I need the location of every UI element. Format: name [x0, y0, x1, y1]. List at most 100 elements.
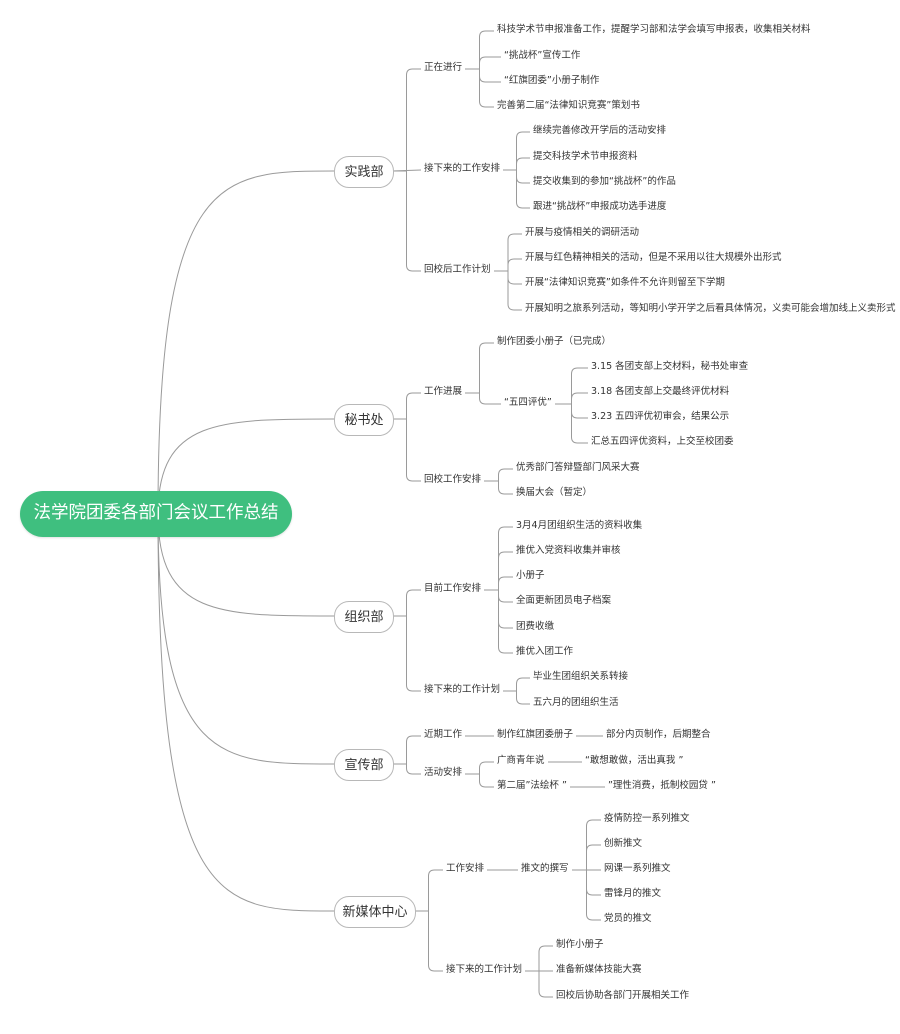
link-d2a2-d2a2c — [555, 403, 588, 419]
shijian-next-item-4[interactable]: 跟进“挑战杯”申报成功选手进度 — [533, 201, 667, 212]
shijian-ongoing-item-1[interactable]: 科技学术节申报准备工作，提醒学习部和法学会填写申报表，收集相关材料 — [497, 24, 811, 35]
shijian-return[interactable]: 回校后工作计划 — [424, 264, 491, 275]
link-d3b-d3b2 — [503, 690, 530, 705]
link-d2b-d2b2 — [484, 480, 513, 495]
xinmeiti-work[interactable]: 工作安排 — [446, 863, 485, 874]
article-item-2[interactable]: 创新推文 — [604, 838, 643, 849]
mishu-return[interactable]: 回校工作安排 — [424, 474, 482, 485]
article-item-4[interactable]: 雷锋月的推文 — [604, 888, 662, 899]
link-d5b-d5b3 — [525, 970, 553, 998]
mishu-progress-item-1[interactable]: 制作团委小册子（已完成） — [497, 336, 612, 347]
xuanchuan-recent-detail[interactable]: 部分内页制作，后期整合 — [606, 729, 711, 740]
xinmeiti-next-item-1[interactable]: 制作小册子 — [556, 939, 604, 950]
dept-shijian[interactable]: 实践部 — [334, 156, 394, 188]
shijian-next-item-2[interactable]: 提交科技学术节申报资料 — [533, 151, 638, 162]
link-root-d1 — [157, 170, 335, 515]
zuzhi-current-item-5[interactable]: 团费收缴 — [516, 621, 555, 632]
xuanchuan-event-2-theme[interactable]: ”理性消费，抵制校园贷 ” — [608, 780, 716, 791]
link-d1c-d1c3 — [494, 270, 522, 285]
shijian-return-item-4[interactable]: 开展知明之旅系列活动，等知明小学开学之后看具体情况，义卖可能会增加线上义卖形式 — [525, 303, 896, 314]
wusi-step-2[interactable]: 3.18 各团支部上交最终评优材料 — [591, 386, 730, 397]
xinmeiti-articles[interactable]: 推文的撰写 — [521, 863, 569, 874]
link-d2a2-d2a2b — [555, 392, 588, 405]
shijian-ongoing-item-4[interactable]: 完善第二届“法律知识竞赛”策划书 — [497, 100, 640, 111]
xinmeiti-next-item-2[interactable]: 准备新媒体技能大赛 — [556, 964, 642, 975]
zuzhi-next-item-1[interactable]: 毕业生团组织关系转接 — [533, 671, 629, 682]
link-d1-d1b — [391, 169, 422, 172]
link-d2b-d2b1 — [484, 468, 513, 482]
link-d4b-d4b1 — [465, 761, 494, 775]
zuzhi-current[interactable]: 目前工作安排 — [424, 583, 482, 594]
link-d3a-d3a1 — [484, 526, 513, 591]
dept-xinmeiti[interactable]: 新媒体中心 — [334, 896, 416, 928]
zuzhi-current-item-1[interactable]: 3月4月团组织生活的资料收集 — [516, 520, 643, 531]
link-root-d4 — [157, 513, 335, 765]
wusi-step-4[interactable]: 汇总五四评优资料，上交至校团委 — [591, 436, 734, 447]
shijian-return-item-1[interactable]: 开展与疫情相关的调研活动 — [525, 227, 640, 238]
link-d2a2-d2a2d — [555, 403, 588, 444]
zuzhi-next-item-2[interactable]: 五六月的团组织生活 — [533, 697, 619, 708]
link-d1a-d1a4 — [465, 68, 494, 108]
zuzhi-next[interactable]: 接下来的工作计划 — [424, 684, 501, 695]
shijian-next-item-1[interactable]: 继续完善修改开学后的活动安排 — [533, 125, 667, 136]
link-d4-d4a — [392, 735, 421, 765]
dept-mishu[interactable]: 秘书处 — [334, 404, 394, 436]
wusi-step-3[interactable]: 3.23 五四评优初审会，结果公示 — [591, 411, 730, 422]
link-d1a-d1a2 — [465, 56, 501, 70]
link-d1b-d1b2 — [503, 157, 530, 171]
shijian-ongoing-item-3[interactable]: “红旗团委”小册子制作 — [504, 75, 600, 86]
shijian-next[interactable]: 接下来的工作安排 — [424, 163, 501, 174]
xuanchuan-event-2[interactable]: 第二届”法绘杯 ” — [497, 780, 567, 791]
link-d5b-d5b1 — [525, 945, 553, 972]
article-item-1[interactable]: 疫情防控一系列推文 — [604, 813, 690, 824]
shijian-return-item-3[interactable]: 开展“法律知识竞赛”如条件不允许则留至下学期 — [525, 277, 725, 288]
xuanchuan-recent-item[interactable]: 制作红旗团委册子 — [497, 729, 574, 740]
link-d1a-d1a3 — [465, 68, 501, 83]
link-d3-d3b — [392, 615, 421, 692]
link-d5a1-d5a1b — [572, 844, 601, 871]
link-d3a-d3a3 — [484, 576, 513, 591]
xuanchuan-event-1[interactable]: 广商青年说 — [497, 755, 545, 766]
link-d3a-d3a2 — [484, 551, 513, 591]
link-d3a-d3a5 — [484, 589, 513, 629]
article-item-3[interactable]: 网课一系列推文 — [604, 863, 671, 874]
link-d5a1-d5a1d — [572, 869, 601, 896]
zuzhi-current-item-3[interactable]: 小册子 — [516, 570, 545, 581]
xuanchuan-events[interactable]: 活动安排 — [424, 767, 463, 778]
link-d1c-d1c4 — [494, 270, 522, 311]
link-d3b-d3b1 — [503, 677, 530, 692]
mishu-return-item-2[interactable]: 换届大会（暂定） — [516, 487, 593, 498]
link-d5-d5a — [414, 869, 443, 912]
shijian-ongoing[interactable]: 正在进行 — [424, 62, 463, 73]
link-d1-d1c — [392, 170, 421, 272]
shijian-return-item-2[interactable]: 开展与红色精神相关的活动，但是不采用以往大规模外出形式 — [525, 252, 782, 263]
wusi-step-1[interactable]: 3.15 各团支部上交材料，秘书处审查 — [591, 361, 749, 372]
mishu-progress-item-2[interactable]: “五四评优” — [504, 397, 552, 408]
article-item-5[interactable]: 党员的推文 — [604, 913, 652, 924]
link-d5a1-d5a1a — [572, 819, 601, 871]
zuzhi-current-item-4[interactable]: 全面更新团员电子档案 — [516, 595, 612, 606]
mishu-progress[interactable]: 工作进展 — [424, 386, 463, 397]
link-d1b-d1b3 — [503, 169, 530, 184]
link-d2a2-d2a2a — [555, 367, 588, 405]
link-d5-d5b — [414, 910, 443, 972]
link-d2-d2a — [392, 392, 421, 420]
link-d1-d1a — [392, 68, 421, 172]
link-root-d5 — [157, 513, 335, 912]
root-topic[interactable]: 法学院团委各部门会议工作总结 — [20, 491, 292, 537]
link-d2a-d2a2 — [465, 392, 501, 405]
zuzhi-current-item-6[interactable]: 推优入团工作 — [516, 646, 574, 657]
xinmeiti-next[interactable]: 接下来的工作计划 — [446, 964, 523, 975]
xuanchuan-event-1-theme[interactable]: “敢想敢做，活出真我 ” — [585, 755, 684, 766]
mishu-return-item-1[interactable]: 优秀部门答辩暨部门风采大赛 — [516, 462, 640, 473]
xinmeiti-next-item-3[interactable]: 回校后协助各部门开展相关工作 — [556, 990, 690, 1001]
shijian-ongoing-item-2[interactable]: “挑战杯”宣传工作 — [504, 50, 581, 61]
link-d3a-d3a4 — [484, 589, 513, 603]
xuanchuan-recent[interactable]: 近期工作 — [424, 729, 463, 740]
shijian-next-item-3[interactable]: 提交收集到的参加“挑战杯”的作品 — [533, 176, 676, 187]
link-d1b-d1b4 — [503, 169, 530, 209]
zuzhi-current-item-2[interactable]: 推优入党资料收集并审核 — [516, 545, 621, 556]
dept-zuzhi[interactable]: 组织部 — [334, 601, 394, 633]
dept-xuanchuan[interactable]: 宣传部 — [334, 749, 394, 781]
